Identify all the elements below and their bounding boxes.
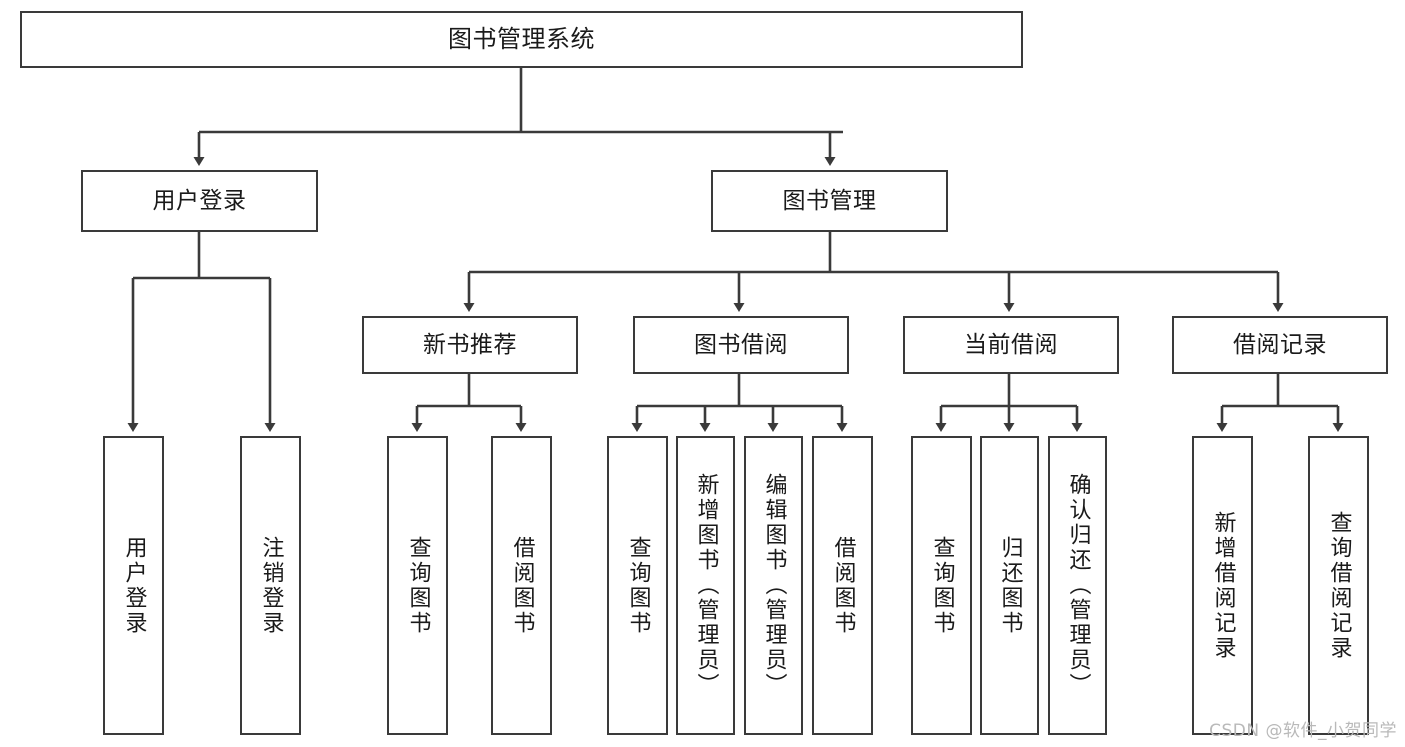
node-current-borrow-label: 当前借阅	[964, 331, 1058, 358]
node-leaf-query-book-3-label: 查询图书	[929, 535, 955, 636]
node-leaf-return-book-label: 归还图书	[997, 535, 1023, 636]
node-user-login[interactable]: 用户登录	[81, 170, 318, 232]
node-leaf-add-book-label: 新增图书（管理员）	[693, 473, 719, 698]
node-leaf-user-login[interactable]: 用户登录	[103, 436, 164, 735]
node-leaf-query-record[interactable]: 查询借阅记录	[1308, 436, 1369, 735]
node-leaf-borrow-book-2-label: 借阅图书	[830, 535, 856, 636]
node-leaf-add-book[interactable]: 新增图书（管理员）	[676, 436, 735, 735]
node-leaf-borrow-book-1[interactable]: 借阅图书	[491, 436, 552, 735]
node-new-book-recommend[interactable]: 新书推荐	[362, 316, 578, 374]
csdn-watermark: CSDN @软件_小贺同学	[1209, 721, 1397, 741]
node-book-borrow-label: 图书借阅	[694, 331, 788, 358]
node-leaf-query-record-label: 查询借阅记录	[1326, 510, 1352, 661]
node-leaf-query-book-3[interactable]: 查询图书	[911, 436, 972, 735]
node-book-manage-label: 图书管理	[782, 187, 877, 214]
node-leaf-query-book-1[interactable]: 查询图书	[387, 436, 448, 735]
node-leaf-query-book-1-label: 查询图书	[405, 535, 431, 636]
node-leaf-borrow-book-2[interactable]: 借阅图书	[812, 436, 873, 735]
node-leaf-borrow-book-1-label: 借阅图书	[509, 535, 535, 636]
node-leaf-logout-label: 注销登录	[258, 535, 284, 636]
node-leaf-add-record-label: 新增借阅记录	[1210, 510, 1236, 661]
node-leaf-return-book[interactable]: 归还图书	[980, 436, 1039, 735]
node-borrow-record[interactable]: 借阅记录	[1172, 316, 1388, 374]
node-new-book-recommend-label: 新书推荐	[423, 331, 517, 358]
node-leaf-user-login-label: 用户登录	[121, 535, 147, 636]
node-book-borrow[interactable]: 图书借阅	[633, 316, 849, 374]
node-leaf-confirm-return[interactable]: 确认归还（管理员）	[1048, 436, 1107, 735]
node-book-manage[interactable]: 图书管理	[711, 170, 948, 232]
node-borrow-record-label: 借阅记录	[1233, 331, 1327, 358]
node-current-borrow[interactable]: 当前借阅	[903, 316, 1119, 374]
node-root-label: 图书管理系统	[448, 24, 595, 53]
node-leaf-add-record[interactable]: 新增借阅记录	[1192, 436, 1253, 735]
node-leaf-logout[interactable]: 注销登录	[240, 436, 301, 735]
node-leaf-confirm-return-label: 确认归还（管理员）	[1065, 473, 1091, 698]
node-leaf-edit-book-label: 编辑图书（管理员）	[761, 473, 787, 698]
node-leaf-edit-book[interactable]: 编辑图书（管理员）	[744, 436, 803, 735]
node-user-login-label: 用户登录	[152, 187, 247, 214]
node-leaf-query-book-2-label: 查询图书	[625, 535, 651, 636]
node-root[interactable]: 图书管理系统	[20, 11, 1023, 68]
node-leaf-query-book-2[interactable]: 查询图书	[607, 436, 668, 735]
